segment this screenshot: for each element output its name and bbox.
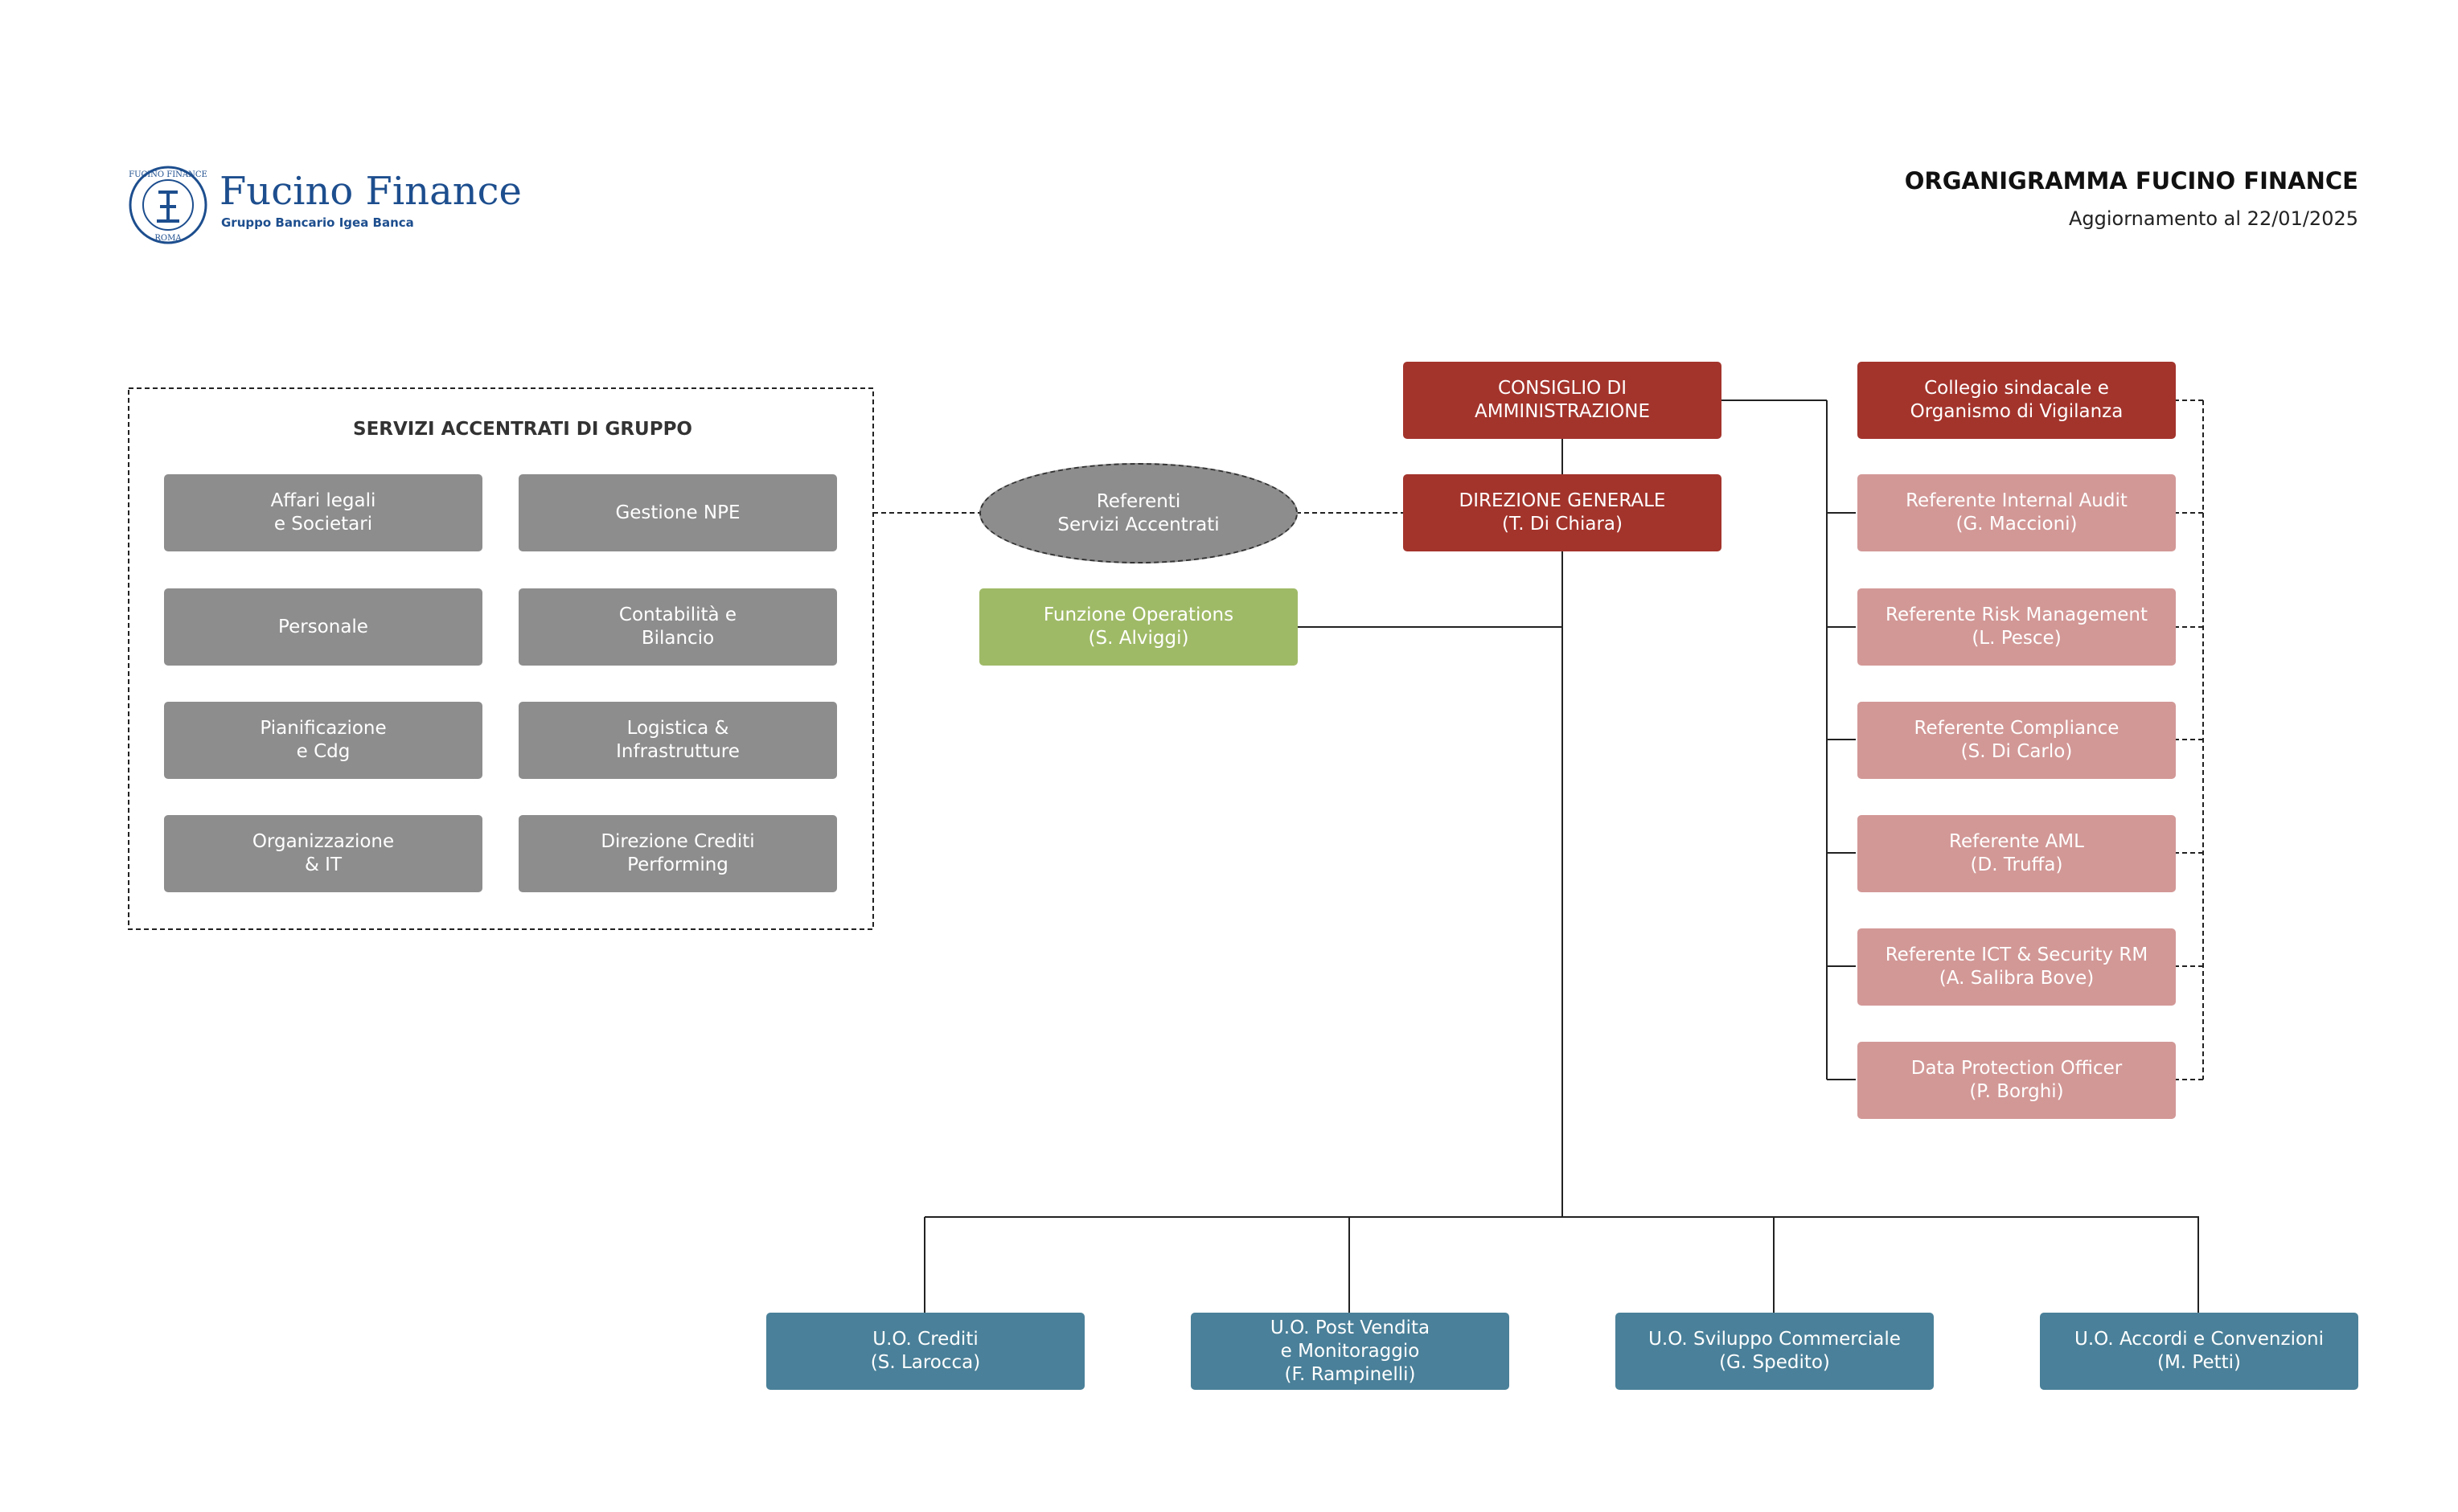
service-contabilita: Contabilità e Bilancio <box>519 588 837 666</box>
aml-box: Referente AML (D. Truffa) <box>1857 815 2176 892</box>
brand-name: Fucino Finance <box>220 169 522 214</box>
internal-audit-box: Referente Internal Audit (G. Maccioni) <box>1857 474 2176 551</box>
unit-post-vendita: U.O. Post Vendita e Monitoraggio (F. Ram… <box>1191 1313 1509 1390</box>
operations-box: Funzione Operations (S. Alviggi) <box>979 588 1298 666</box>
dpo-box: Data Protection Officer (P. Borghi) <box>1857 1042 2176 1119</box>
page-title: ORGANIGRAMMA FUCINO FINANCE <box>1904 167 2358 195</box>
unit-sviluppo-commerciale: U.O. Sviluppo Commerciale (G. Spedito) <box>1615 1313 1934 1390</box>
service-personale: Personale <box>164 588 482 666</box>
board-box: CONSIGLIO DI AMMINISTRAZIONE <box>1403 362 1721 439</box>
ict-security-box: Referente ICT & Security RM (A. Salibra … <box>1857 928 2176 1006</box>
compliance-box: Referente Compliance (S. Di Carlo) <box>1857 702 2176 779</box>
brand-tagline: Gruppo Bancario Igea Banca <box>221 215 414 230</box>
collegio-box: Collegio sindacale e Organismo di Vigila… <box>1857 362 2176 439</box>
service-direzione-crediti: Direzione Crediti Performing <box>519 815 837 892</box>
svg-text:FUCINO FINANCE: FUCINO FINANCE <box>129 170 207 179</box>
general-management-box: DIREZIONE GENERALE (T. Di Chiara) <box>1403 474 1721 551</box>
unit-accordi-convenzioni: U.O. Accordi e Convenzioni (M. Petti) <box>2040 1313 2358 1390</box>
risk-management-box: Referente Risk Management (L. Pesce) <box>1857 588 2176 666</box>
service-organizzazione: Organizzazione & IT <box>164 815 482 892</box>
referents-ellipse: Referenti Servizi Accentrati <box>979 463 1298 563</box>
page-subtitle: Aggiornamento al 22/01/2025 <box>2068 207 2358 230</box>
service-pianificazione: Pianificazione e Cdg <box>164 702 482 779</box>
service-affari-legali: Affari legali e Societari <box>164 474 482 551</box>
service-gestione-npe: Gestione NPE <box>519 474 837 551</box>
svg-text:ROMA: ROMA <box>154 234 182 243</box>
service-logistica: Logistica & Infrastrutture <box>519 702 837 779</box>
logo-seal: FUCINO FINANCE ROMA <box>129 166 207 244</box>
services-title: SERVIZI ACCENTRATI DI GRUPPO <box>353 419 692 440</box>
unit-crediti: U.O. Crediti (S. Larocca) <box>766 1313 1085 1390</box>
